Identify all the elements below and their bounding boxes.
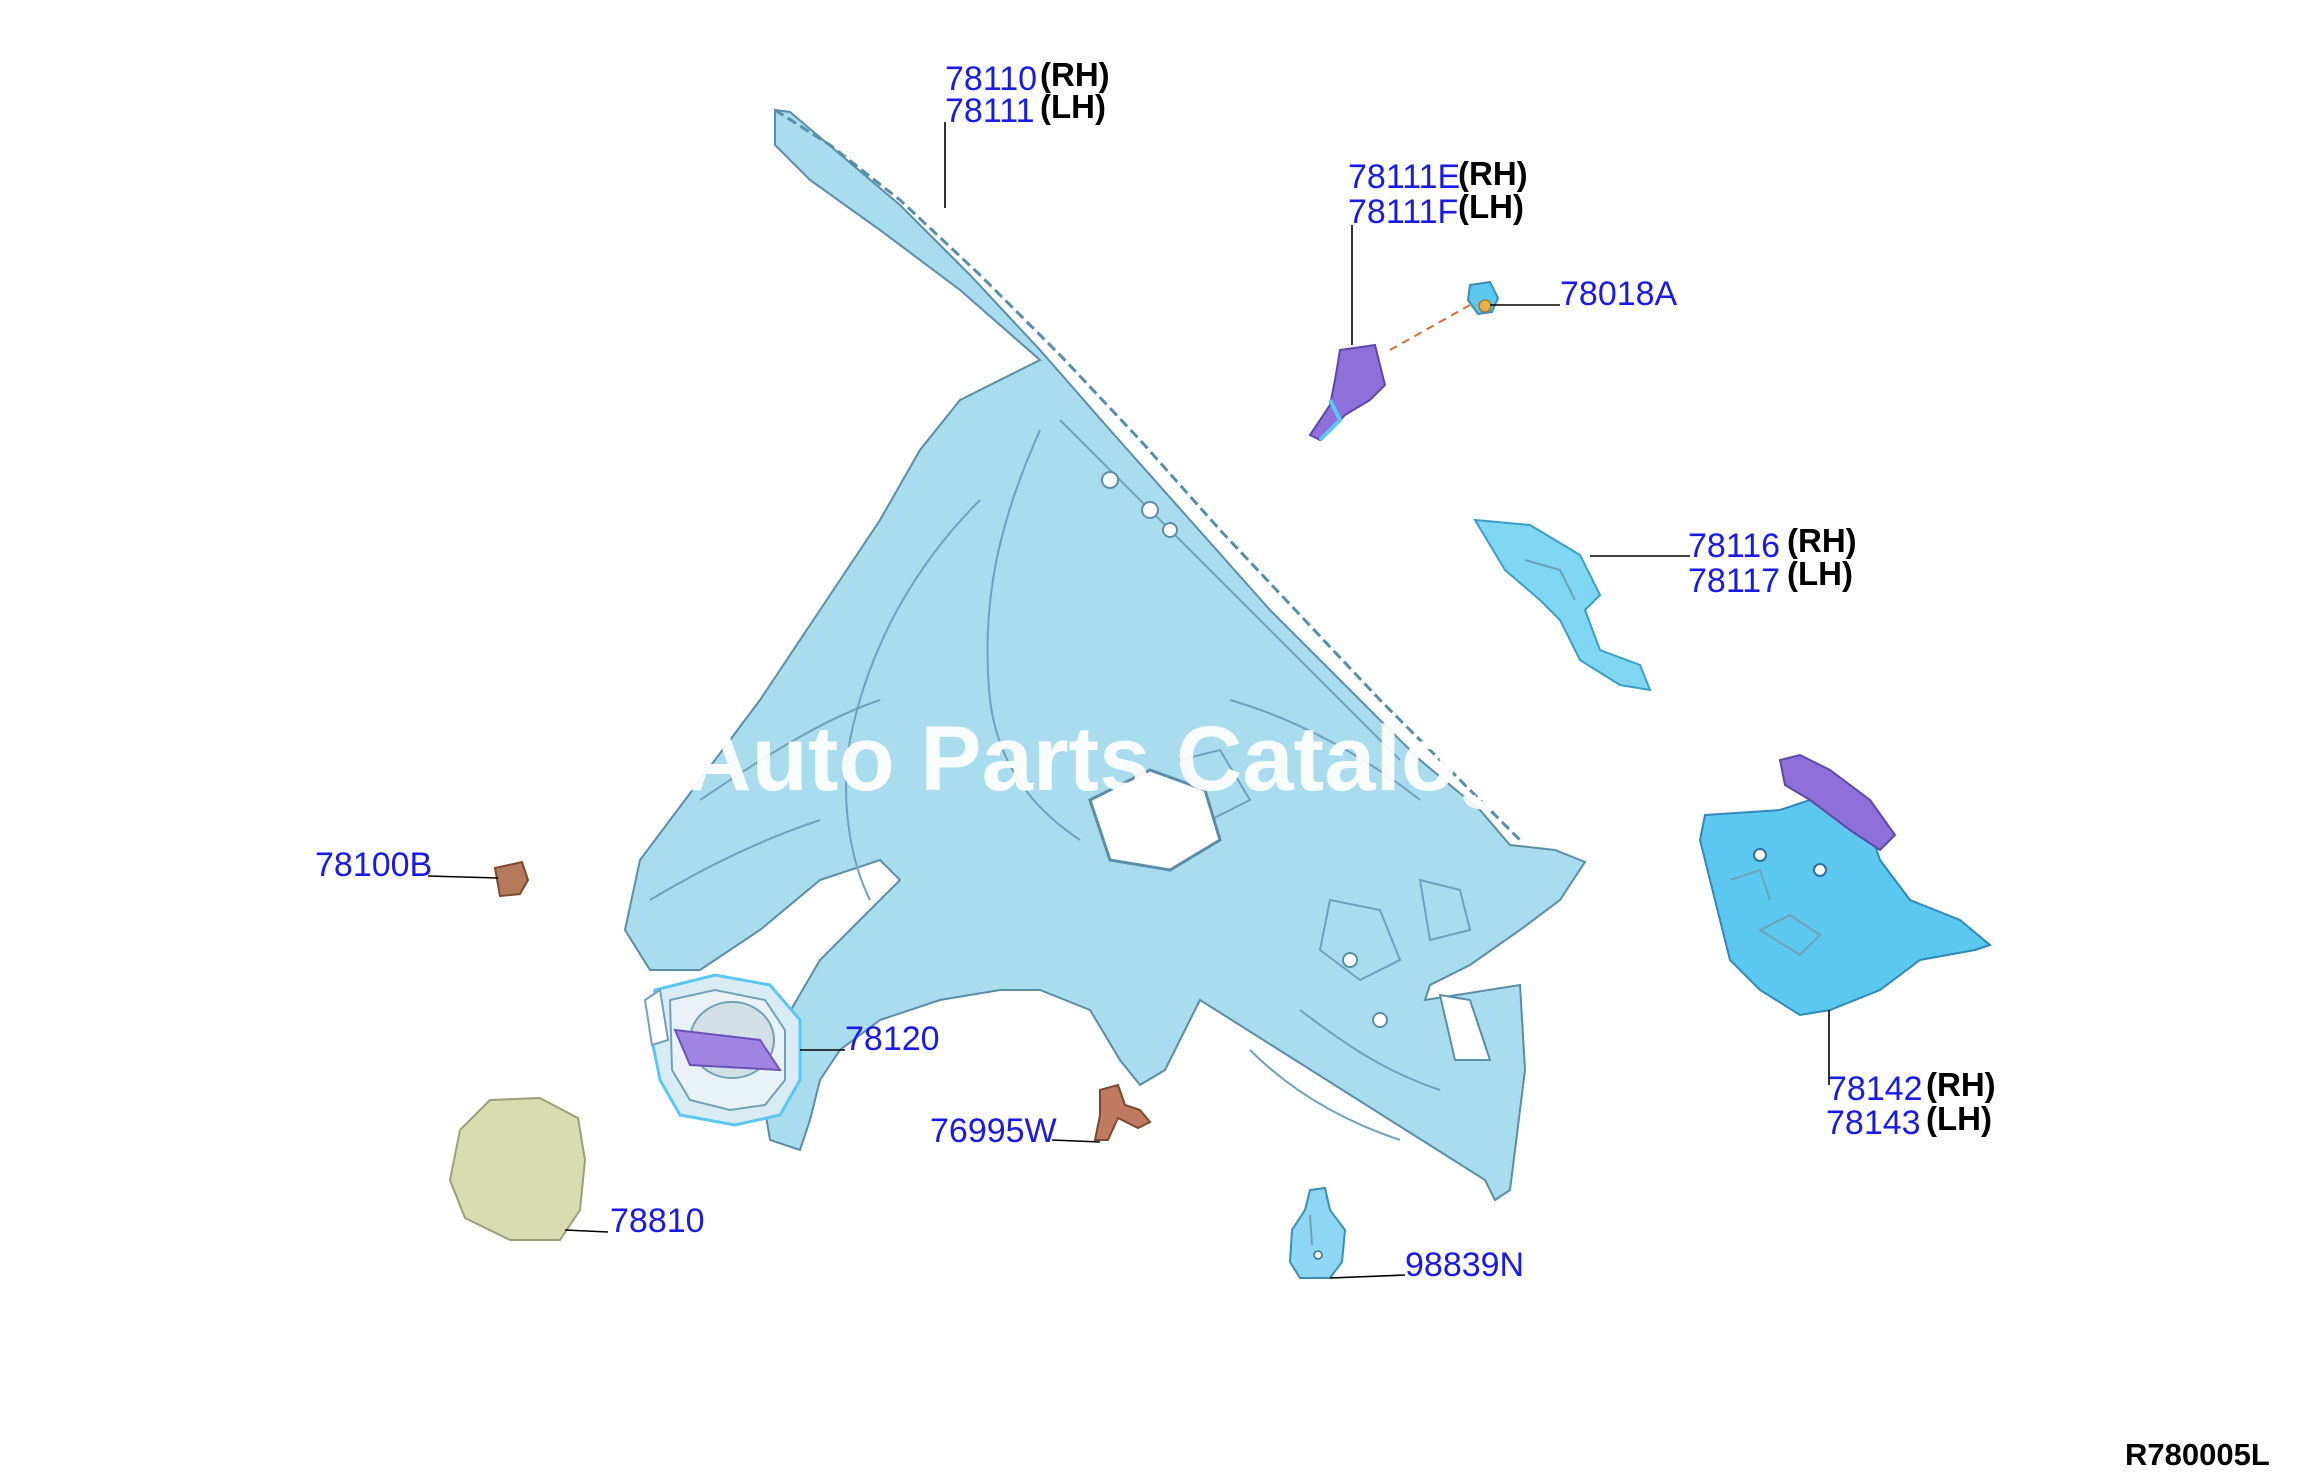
callout-side-lh: (LH): [1926, 1100, 1992, 1137]
callout-side-rh: (RH): [1040, 56, 1110, 93]
leader-98839n: [1329, 1274, 1406, 1279]
fuel-filler-housing-78120[interactable]: [643, 973, 802, 1127]
fuel-filler-lid-78810[interactable]: [448, 1096, 587, 1241]
bracket-76995w[interactable]: [1093, 1083, 1152, 1141]
callout-78100b[interactable]: 78100B: [315, 846, 432, 884]
assembly-dashed-line: [1389, 304, 1471, 351]
callout-78018a[interactable]: 78018A: [1560, 275, 1678, 313]
callout-78142[interactable]: 78142: [1828, 1070, 1923, 1108]
bracket-98839n[interactable]: [1288, 1186, 1347, 1279]
callout-side-lh: (LH): [1040, 88, 1106, 125]
extension-78116[interactable]: [1473, 518, 1652, 692]
callout-78120[interactable]: 78120: [845, 1020, 940, 1058]
callout-side-lh: (LH): [1787, 555, 1853, 592]
leader-76995w: [1051, 1139, 1101, 1143]
callout-side-rh: (RH): [1787, 522, 1857, 559]
bolt-78100b[interactable]: [493, 860, 530, 898]
callout-78143[interactable]: 78143: [1826, 1104, 1921, 1142]
bracket-78111e[interactable]: [1308, 343, 1387, 442]
leader-78100b: [427, 875, 499, 879]
callout-78111e[interactable]: 78111E: [1348, 158, 1460, 196]
callout-side-rh: (RH): [1458, 155, 1528, 192]
leader-78810: [564, 1229, 609, 1233]
callout-78111[interactable]: 78111: [945, 92, 1035, 130]
callout-side-rh: (RH): [1926, 1066, 1996, 1103]
callout-76995w[interactable]: 76995W: [930, 1112, 1057, 1150]
callout-78116[interactable]: 78116: [1688, 527, 1780, 565]
callout-78117[interactable]: 78117: [1688, 562, 1780, 600]
callout-78111f[interactable]: 78111F: [1348, 193, 1458, 231]
callout-78810[interactable]: 78810: [610, 1202, 705, 1240]
callout-side-lh: (LH): [1458, 188, 1524, 225]
wheel-house-78142[interactable]: [1698, 753, 1993, 1017]
callout-78110[interactable]: 78110: [945, 60, 1037, 98]
quarter-panel-78110[interactable]: [623, 108, 1587, 1202]
callout-98839n[interactable]: 98839N: [1405, 1246, 1524, 1284]
diagram-code: R780005L: [2125, 1437, 2270, 1472]
clip-78018a[interactable]: [1466, 280, 1500, 316]
watermark-text: unt Auto Parts Catalog: [520, 708, 1513, 810]
